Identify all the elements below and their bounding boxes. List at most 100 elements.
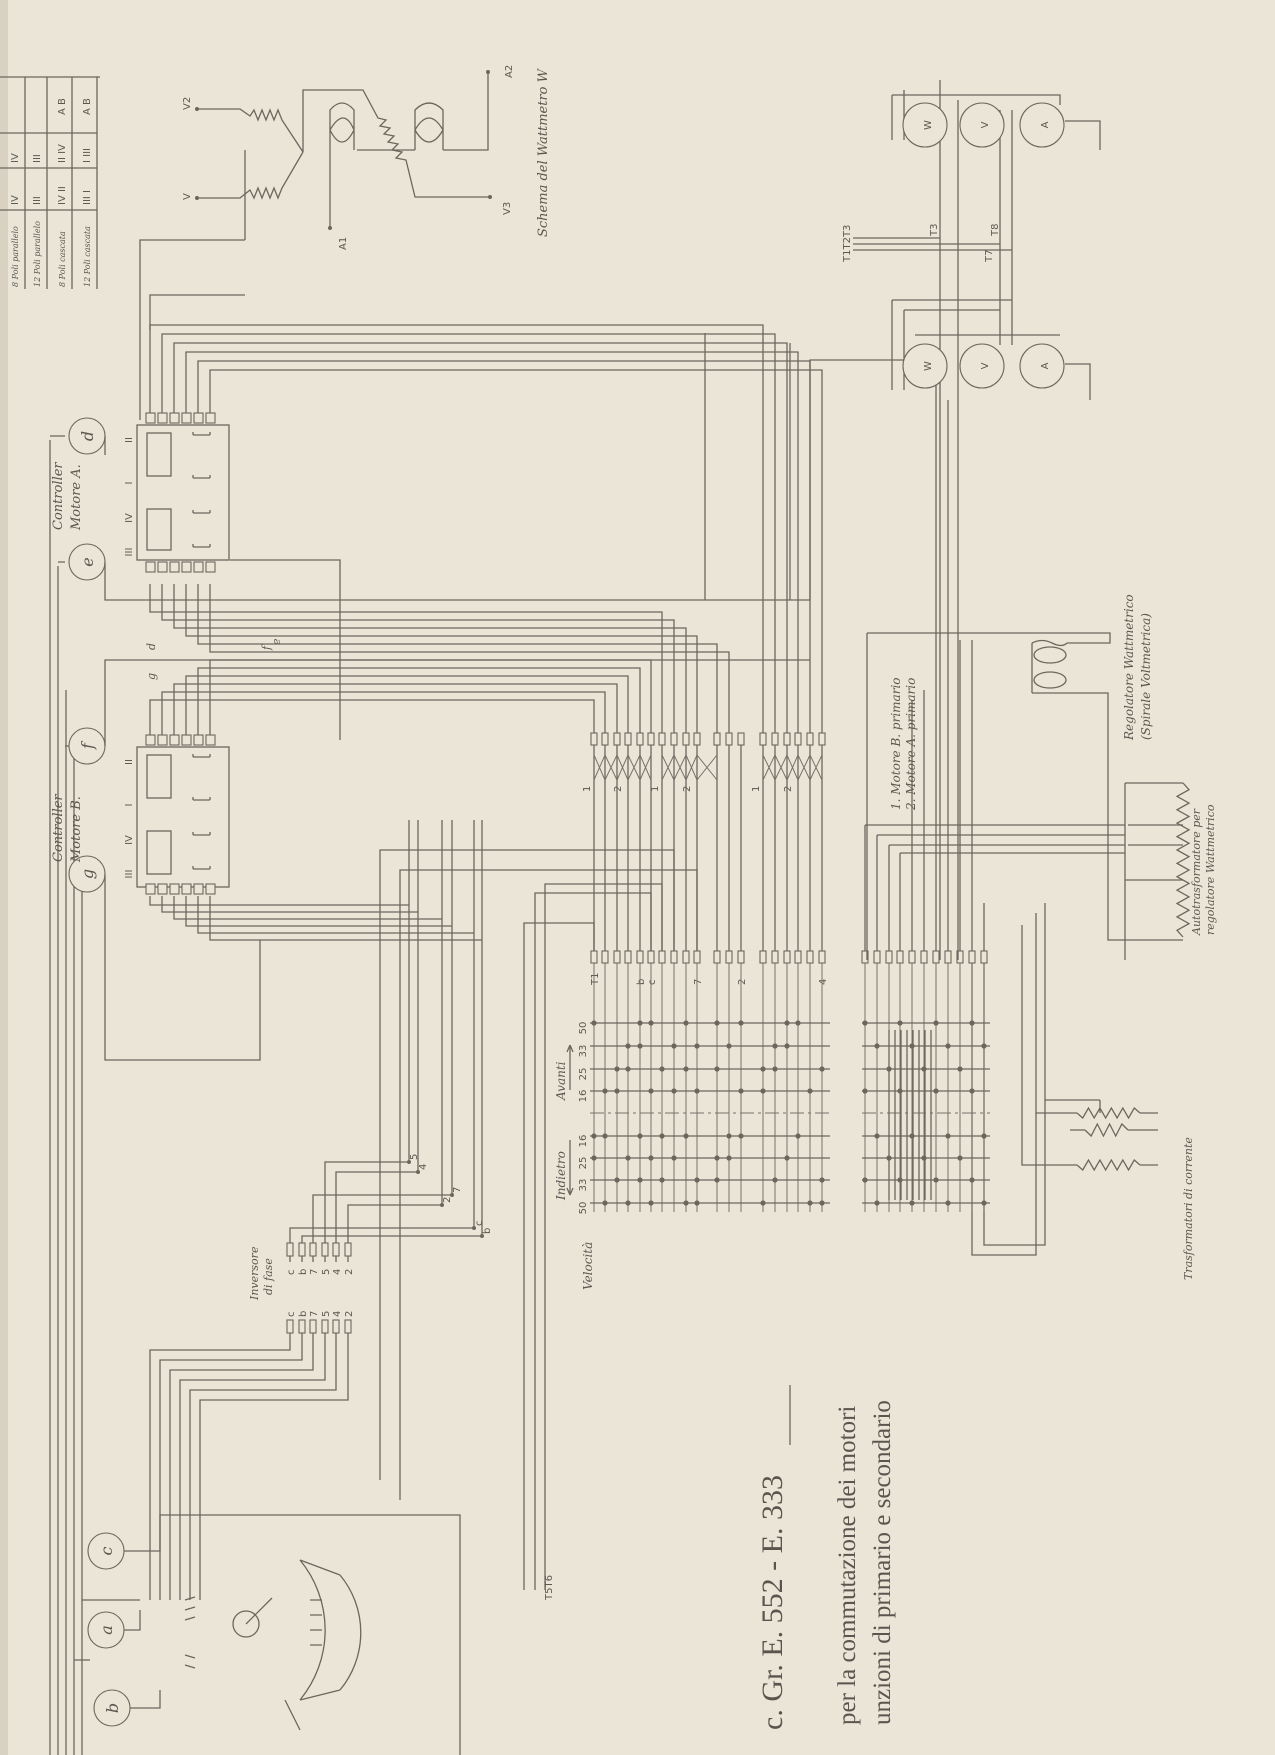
crossover: [673, 754, 687, 781]
contact-dot: [909, 1200, 915, 1206]
group-mark: 1: [650, 786, 661, 792]
group-terminal: [771, 732, 779, 746]
contact-dot: [921, 1155, 927, 1161]
terminal-a1-label: A1: [338, 237, 349, 250]
table-cell: I III: [82, 148, 93, 163]
group-terminal: [658, 732, 666, 746]
inversore-terminal-label: 2: [344, 1311, 355, 1317]
inversore-label-2: di fase: [262, 1258, 275, 1295]
terminal-v2-label: V2: [182, 97, 193, 110]
contact-dot: [772, 1066, 778, 1072]
contact-dot: [738, 1133, 744, 1139]
strip-terminal: [601, 950, 609, 964]
contact-dot: [807, 1088, 813, 1094]
wire: [161, 896, 418, 913]
instrument-a-label: A: [1040, 121, 1051, 128]
wire: [335, 1171, 418, 1243]
contact-dot: [591, 1020, 597, 1026]
speed-label: 25: [578, 1157, 589, 1170]
contact-dot: [614, 1177, 620, 1183]
strip-terminal: [944, 950, 952, 964]
group-terminal: [647, 732, 655, 746]
group-terminal: [725, 732, 733, 746]
contact-dot: [648, 1155, 654, 1161]
strip-terminal: [759, 950, 767, 964]
speed-label: 33: [578, 1179, 589, 1192]
strip-terminal: [806, 950, 814, 964]
wire-tag: 2: [442, 1197, 453, 1203]
strip-terminal-label: 2: [737, 979, 748, 985]
note-motor-2: 2. Motore A. primario: [904, 678, 918, 811]
speed-grid-labels: Avanti Indietro Velocità 503325161625335…: [554, 1022, 595, 1290]
group-terminal: [713, 732, 721, 746]
crossover: [639, 754, 652, 781]
contact-dot: [648, 1088, 654, 1094]
wire: [544, 883, 663, 1590]
contact-dot: [945, 1200, 951, 1206]
inversore-terminal-label: c: [286, 1312, 297, 1318]
contact-dot: [981, 1043, 987, 1049]
regolatore-label: Regolatore Wattmetrico: [1122, 594, 1136, 741]
wire: [139, 239, 245, 420]
contact-dot: [625, 1200, 631, 1206]
inversore-terminal: [321, 1242, 329, 1257]
contact-dot: [981, 1133, 987, 1139]
strip-terminal: [873, 950, 881, 964]
strip-terminal: [693, 950, 701, 964]
avanti-label: Avanti: [554, 1061, 568, 1101]
figure-title: c. Gr. E. 552 - E. 333: [756, 1475, 789, 1730]
table-cell: III I: [82, 190, 93, 205]
crossover: [696, 754, 718, 781]
autotrasformatore-label: Autotrasformatore per: [1190, 808, 1203, 936]
wire: [230, 559, 341, 740]
contact-dot: [671, 1155, 677, 1161]
contact-dot: [933, 1088, 939, 1094]
circle-d-label: d: [78, 431, 97, 441]
contact-dot: [772, 1043, 778, 1049]
contact-dot: [694, 1200, 700, 1206]
contact-dot: [602, 1133, 608, 1139]
contact-dot: [969, 1020, 975, 1026]
figure-subtitle-2: unzioni di primario e secondario: [869, 1400, 896, 1725]
contact-dot: [862, 1020, 868, 1026]
speed-commutation-grid: [590, 963, 990, 1212]
figure-caption: c. Gr. E. 552 - E. 333 per la commutazio…: [756, 1385, 896, 1730]
circle-e-label: e: [78, 557, 97, 566]
strip-terminal: [932, 950, 940, 964]
avanti-arrow-icon: [566, 1044, 574, 1090]
inversore-terminal-label: 7: [309, 1311, 320, 1317]
contact-dot: [784, 1155, 790, 1161]
contact-dot: [738, 1020, 744, 1026]
contact-dot: [648, 1200, 654, 1206]
position-label: I: [124, 482, 135, 485]
table-row-label: 12 Poli cascata: [83, 226, 92, 287]
contact-dot: [637, 1043, 643, 1049]
position-label: I: [124, 804, 135, 807]
position-label: III: [124, 870, 135, 879]
strip-terminal: [783, 950, 791, 964]
speed-label: 33: [578, 1045, 589, 1058]
wire: [209, 659, 652, 735]
strip-terminal: [818, 950, 826, 964]
contact-dot: [714, 1066, 720, 1072]
group-terminal: [670, 732, 678, 746]
contact-dot: [945, 1133, 951, 1139]
strip-terminal: [647, 950, 655, 964]
wire: [324, 1161, 409, 1243]
group-terminal: [601, 732, 609, 746]
contact-dot: [614, 1066, 620, 1072]
t56-label: T5T6: [544, 1575, 555, 1601]
trasformatori-di-corrente: Trasformatori di corrente: [1021, 903, 1195, 1280]
indietro-arrow-icon: [566, 1140, 574, 1196]
group-terminal: [794, 732, 802, 746]
contact-dot: [694, 1177, 700, 1183]
wire: [289, 1227, 474, 1243]
wire-tag: 4: [418, 1164, 429, 1170]
note-motor-1: 1. Motore B. primario: [889, 677, 903, 810]
controller-b-label-motor: Motore B.: [69, 796, 84, 863]
contact-dot: [795, 1133, 801, 1139]
speed-label: 25: [578, 1068, 589, 1081]
crossover: [685, 754, 698, 781]
inversore-terminal: [286, 1242, 294, 1257]
